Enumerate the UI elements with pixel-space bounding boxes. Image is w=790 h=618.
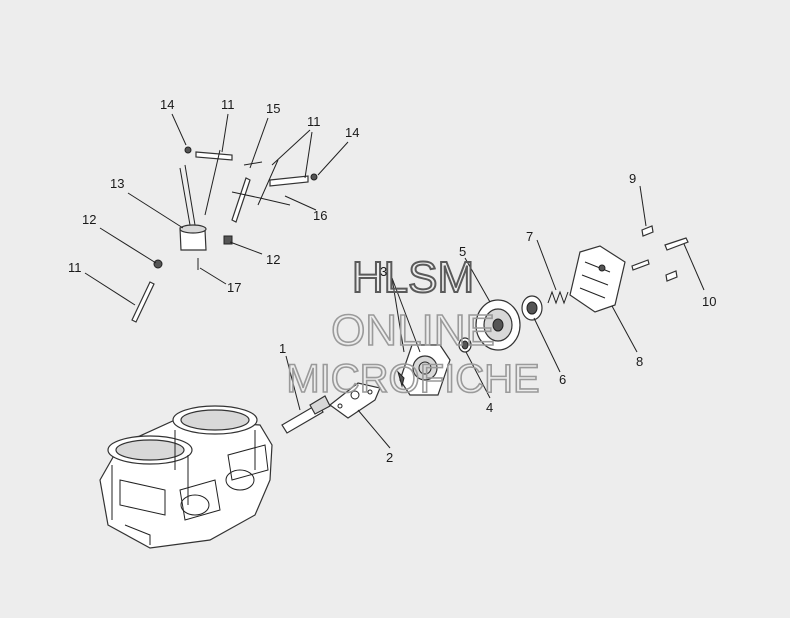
shaft-part-1 bbox=[281, 395, 331, 434]
callout-4: 4 bbox=[486, 400, 493, 415]
callout-11: 11 bbox=[307, 114, 321, 129]
callout-12: 12 bbox=[82, 212, 96, 227]
callout-13: 13 bbox=[110, 176, 124, 191]
callout-16: 16 bbox=[313, 208, 327, 223]
callout-11: 11 bbox=[221, 97, 235, 112]
callout-12: 12 bbox=[266, 252, 280, 267]
watermark-line-3: MICROFICHE bbox=[286, 357, 539, 401]
callout-8: 8 bbox=[636, 354, 643, 369]
housing-part-3 bbox=[396, 344, 451, 396]
leader-lines bbox=[84, 113, 705, 449]
cover-part-8 bbox=[569, 245, 626, 313]
spring-part-7 bbox=[547, 290, 569, 305]
callout-5: 5 bbox=[459, 244, 466, 259]
callout-7: 7 bbox=[526, 229, 533, 244]
callout-1: 1 bbox=[279, 341, 286, 356]
seal-part-4 bbox=[458, 337, 472, 353]
callout-14: 14 bbox=[345, 125, 359, 140]
watermark: HLSM ONLINE MICROFICHE bbox=[286, 252, 541, 402]
bolts-part-9-10 bbox=[631, 225, 689, 282]
ring-part-6 bbox=[521, 295, 543, 321]
callout-2: 2 bbox=[386, 450, 393, 465]
watermark-line-2: ONLINE bbox=[331, 306, 495, 355]
watermark-line-1: HLSM bbox=[352, 253, 474, 302]
callout-14: 14 bbox=[160, 97, 174, 112]
callout-3: 3 bbox=[380, 264, 387, 279]
callout-9: 9 bbox=[629, 171, 636, 186]
cylinder-block bbox=[99, 405, 273, 549]
linkage-assembly bbox=[131, 146, 318, 323]
callout-17: 17 bbox=[227, 280, 241, 295]
callout-10: 10 bbox=[702, 294, 716, 309]
callout-15: 15 bbox=[266, 101, 280, 116]
callout-labels: 14 11 15 11 14 13 16 12 12 11 17 9 7 5 3… bbox=[68, 97, 716, 465]
callout-6: 6 bbox=[559, 372, 566, 387]
impeller-part-5 bbox=[475, 299, 521, 351]
callout-11: 11 bbox=[68, 260, 82, 275]
gasket-part-2 bbox=[329, 382, 381, 419]
